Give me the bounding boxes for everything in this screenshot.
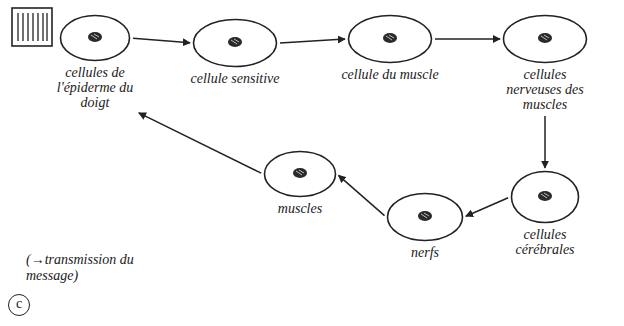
cell-nucleus xyxy=(293,168,307,178)
cell-node: nerfs xyxy=(383,192,467,260)
cell-label: cellules de l'épiderme du doigt xyxy=(45,65,145,110)
flow-arrow xyxy=(435,38,500,40)
cell-oval xyxy=(502,14,588,64)
cell-nucleus xyxy=(383,33,397,43)
flow-arrow xyxy=(280,39,345,43)
cell-label: cellules nerveuses des muscles xyxy=(495,67,595,112)
cell-node: cellule sensitive xyxy=(185,18,285,86)
figure-letter: c xyxy=(8,294,30,316)
cell-nucleus xyxy=(538,191,552,201)
flow-arrow xyxy=(133,38,190,43)
flow-arrow xyxy=(139,113,261,173)
cell-oval xyxy=(510,170,580,224)
cell-label: cellule sensitive xyxy=(185,71,285,86)
cell-node: cellules de l'épiderme du doigt xyxy=(45,14,145,110)
flow-arrow xyxy=(339,175,385,215)
cell-nucleus xyxy=(88,32,102,42)
cell-oval xyxy=(263,150,337,198)
cell-label: nerfs xyxy=(383,245,467,260)
cell-oval xyxy=(347,14,433,64)
cell-node: cellule du muscle xyxy=(340,14,440,82)
flow-arrow xyxy=(544,116,546,168)
cell-node: muscles xyxy=(258,150,342,216)
cell-nucleus xyxy=(418,211,432,221)
cell-label: cellule du muscle xyxy=(340,67,440,82)
flow-arrow xyxy=(466,198,508,216)
cell-nucleus xyxy=(228,37,242,47)
cell-node: cellules cérébrales xyxy=(495,170,595,257)
cell-node: cellules nerveuses des muscles xyxy=(495,14,595,112)
cell-oval xyxy=(386,192,464,242)
cell-label: muscles xyxy=(258,201,342,216)
cell-nucleus xyxy=(538,33,552,43)
note-text: (→transmission du message) xyxy=(26,252,176,284)
cell-label: cellules cérébrales xyxy=(495,227,595,257)
cell-oval xyxy=(59,14,131,62)
cell-oval xyxy=(192,18,278,68)
